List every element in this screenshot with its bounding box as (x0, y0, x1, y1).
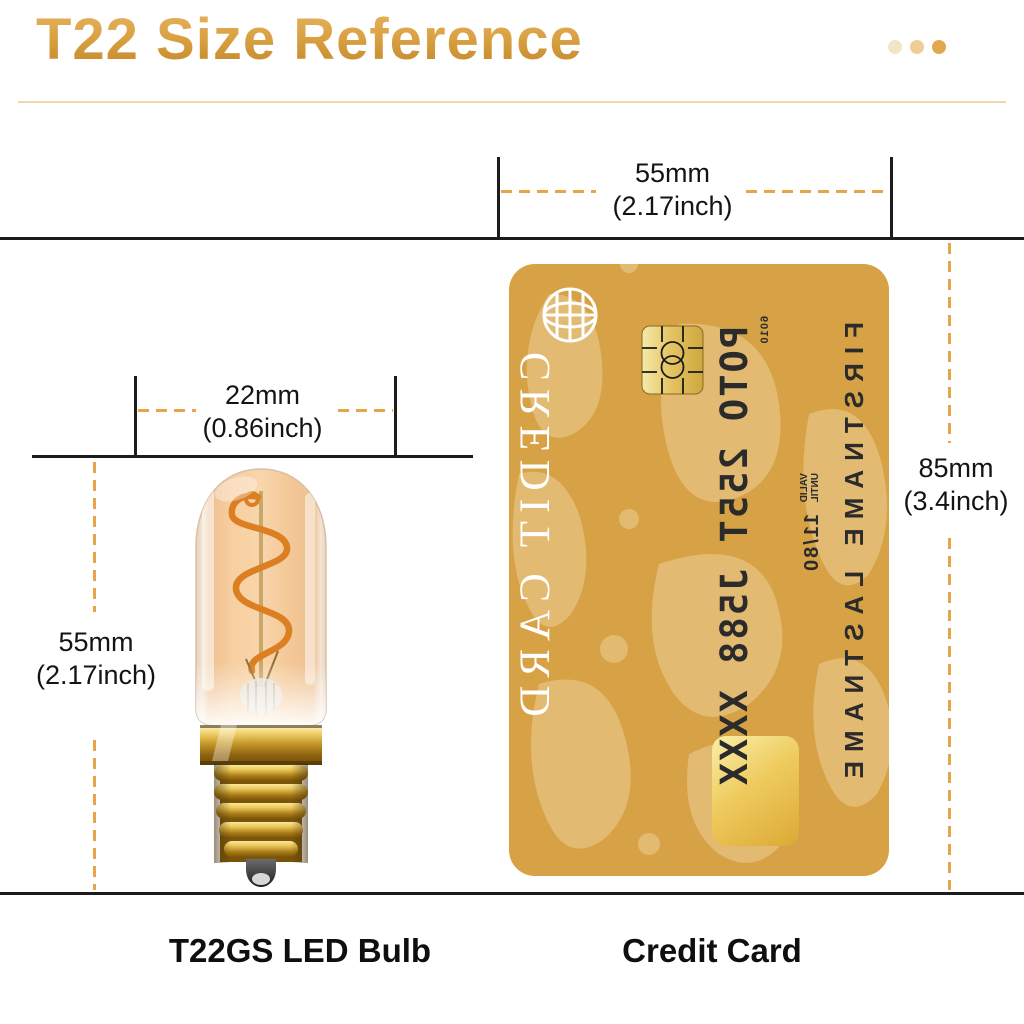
card-small-code: 6010 (759, 316, 771, 345)
dimension-card-width: 55mm (2.17inch) (570, 157, 775, 223)
credit-card-face: CREDIT CARD PO (509, 264, 889, 876)
bulb-filament (228, 492, 293, 675)
bulb-collar (200, 725, 322, 765)
dimension-card-height: 85mm (3.4inch) (888, 452, 1024, 518)
dash-line (93, 740, 96, 890)
card-number: POTO 255T J588 XXXX (713, 326, 756, 788)
dimension-inch: (0.86inch) (202, 413, 323, 443)
dimension-bulb-width: 22mm (0.86inch) (160, 379, 365, 445)
page-title: T22 Size Reference (36, 7, 583, 72)
title-underline (18, 101, 1006, 103)
dimension-mm: 55mm (58, 627, 134, 657)
dimension-inch: (2.17inch) (612, 191, 733, 221)
card-holder-name: FIRSTNAME LASTNAME (839, 322, 869, 788)
baseline-bulb (32, 455, 473, 458)
card-expiry: 11/80 (801, 514, 823, 573)
bulb-screw-base (214, 763, 308, 863)
led-bulb-image (195, 468, 327, 887)
decor-dot-icon (910, 40, 924, 54)
valid-label-line2: UNTIL (810, 473, 821, 503)
card-label: Credit Card (622, 932, 802, 969)
dimension-mm: 85mm (918, 453, 994, 483)
chip-icon (641, 325, 704, 395)
dash-line (93, 462, 96, 612)
globe-icon (542, 287, 598, 343)
dim-tick (497, 157, 500, 238)
dim-tick (134, 376, 137, 456)
valid-until-label: VALID UNTIL (799, 473, 821, 502)
baseline-bottom (0, 892, 1024, 895)
dimension-bulb-height: 55mm (2.17inch) (6, 626, 186, 692)
dim-tick (890, 157, 893, 238)
dimension-inch: (3.4inch) (903, 486, 1009, 516)
dimension-inch: (2.17inch) (35, 660, 157, 690)
bulb-label: T22GS LED Bulb (168, 932, 432, 969)
decor-dot-icon (888, 40, 902, 54)
baseline-top (0, 237, 1024, 240)
decor-dot-icon (932, 40, 946, 54)
bulb-stem (259, 491, 263, 687)
dash-line (948, 243, 951, 443)
dash-line (138, 409, 196, 412)
dash-line (948, 538, 951, 890)
dim-tick (394, 376, 397, 456)
dimension-mm: 55mm (634, 158, 710, 188)
dimension-mm: 22mm (224, 380, 300, 410)
credit-card-image: CREDIT CARD PO (509, 264, 889, 876)
dash-line (501, 190, 596, 193)
card-brand: CREDIT CARD (512, 352, 559, 725)
dash-line (746, 190, 889, 193)
valid-label-line1: VALID (799, 473, 810, 503)
dash-line (338, 409, 393, 412)
